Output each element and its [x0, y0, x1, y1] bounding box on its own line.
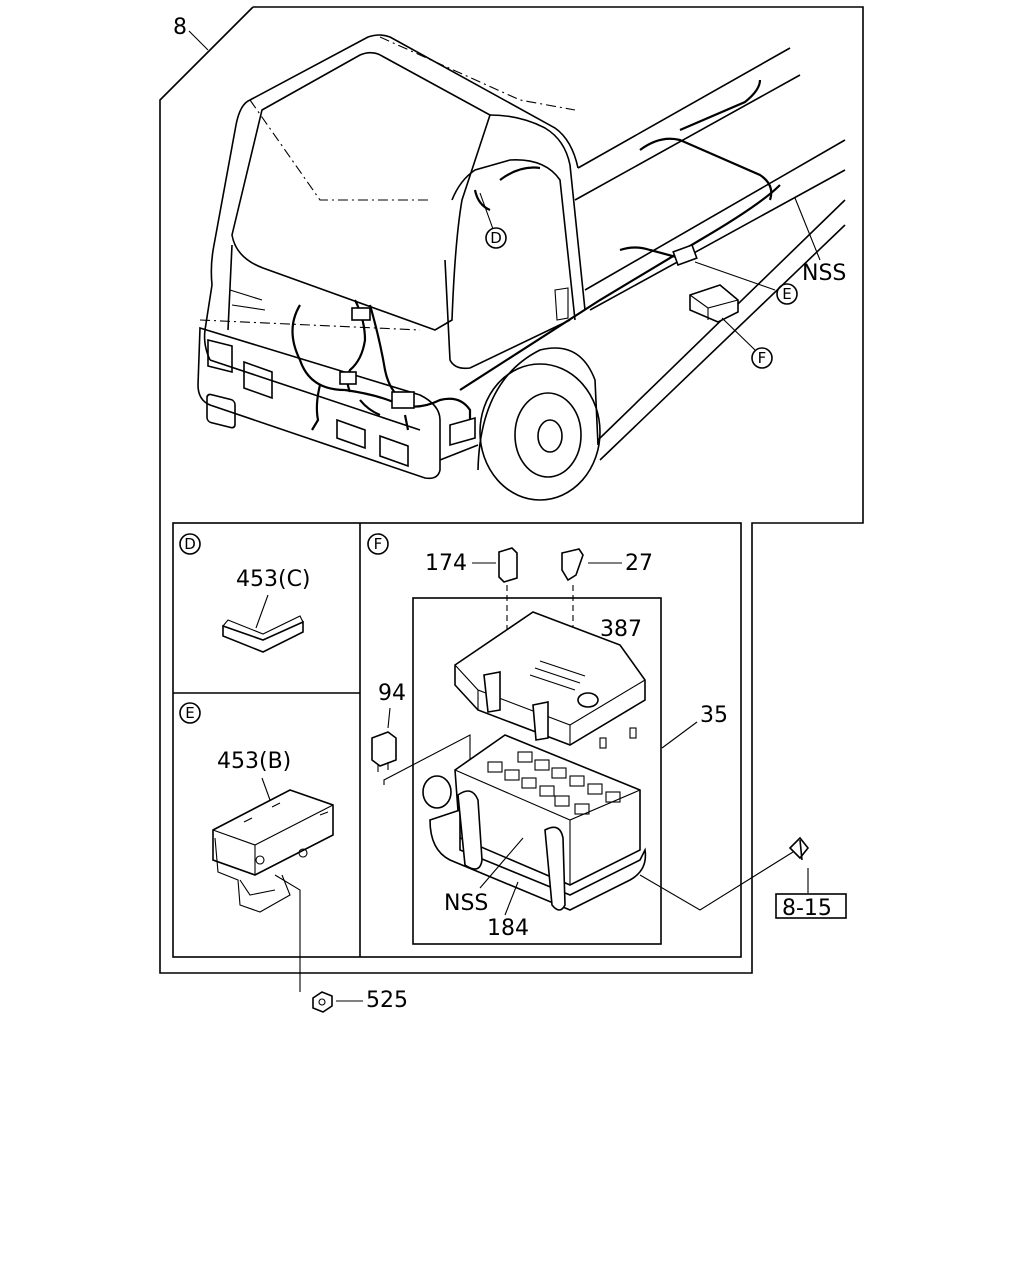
nss-label-top: NSS: [802, 261, 846, 286]
detail-panels-frame: [172, 522, 742, 958]
part-453b-label: 453(B): [217, 749, 291, 774]
panel-d: D 453(C): [179, 533, 311, 653]
part-453c-label: 453(C): [236, 567, 311, 592]
panel-e: E 453(B): [179, 702, 334, 913]
panel-e-marker: E: [185, 704, 194, 722]
truck-illustration: [197, 34, 846, 501]
nut-ref: 525: [274, 874, 408, 1013]
part-94-label: 94: [378, 681, 406, 706]
part-184-label: 184: [487, 916, 529, 941]
part-525-label: 525: [366, 988, 408, 1013]
part-387-label: 387: [600, 617, 642, 642]
svg-text:D: D: [490, 229, 502, 247]
svg-text:F: F: [758, 349, 767, 367]
panel-d-marker: D: [184, 535, 196, 553]
part-27-label: 27: [625, 551, 653, 576]
callout-e-top: E: [776, 283, 798, 305]
bolt-ref-label: 8-15: [782, 896, 832, 921]
part-35-label: 35: [700, 703, 728, 728]
callout-f-top: F: [751, 347, 773, 369]
main-frame: 8: [159, 6, 864, 974]
panel-f: F 174 27 387 94 35: [367, 533, 794, 945]
callout-d-top: D: [485, 227, 507, 249]
part-nss-label: NSS: [444, 891, 488, 916]
assembly-label: 8: [173, 15, 187, 40]
bolt-ref: 8-15: [775, 836, 847, 921]
panel-f-marker: F: [374, 535, 383, 553]
svg-text:E: E: [782, 285, 791, 303]
part-174-label: 174: [425, 551, 467, 576]
